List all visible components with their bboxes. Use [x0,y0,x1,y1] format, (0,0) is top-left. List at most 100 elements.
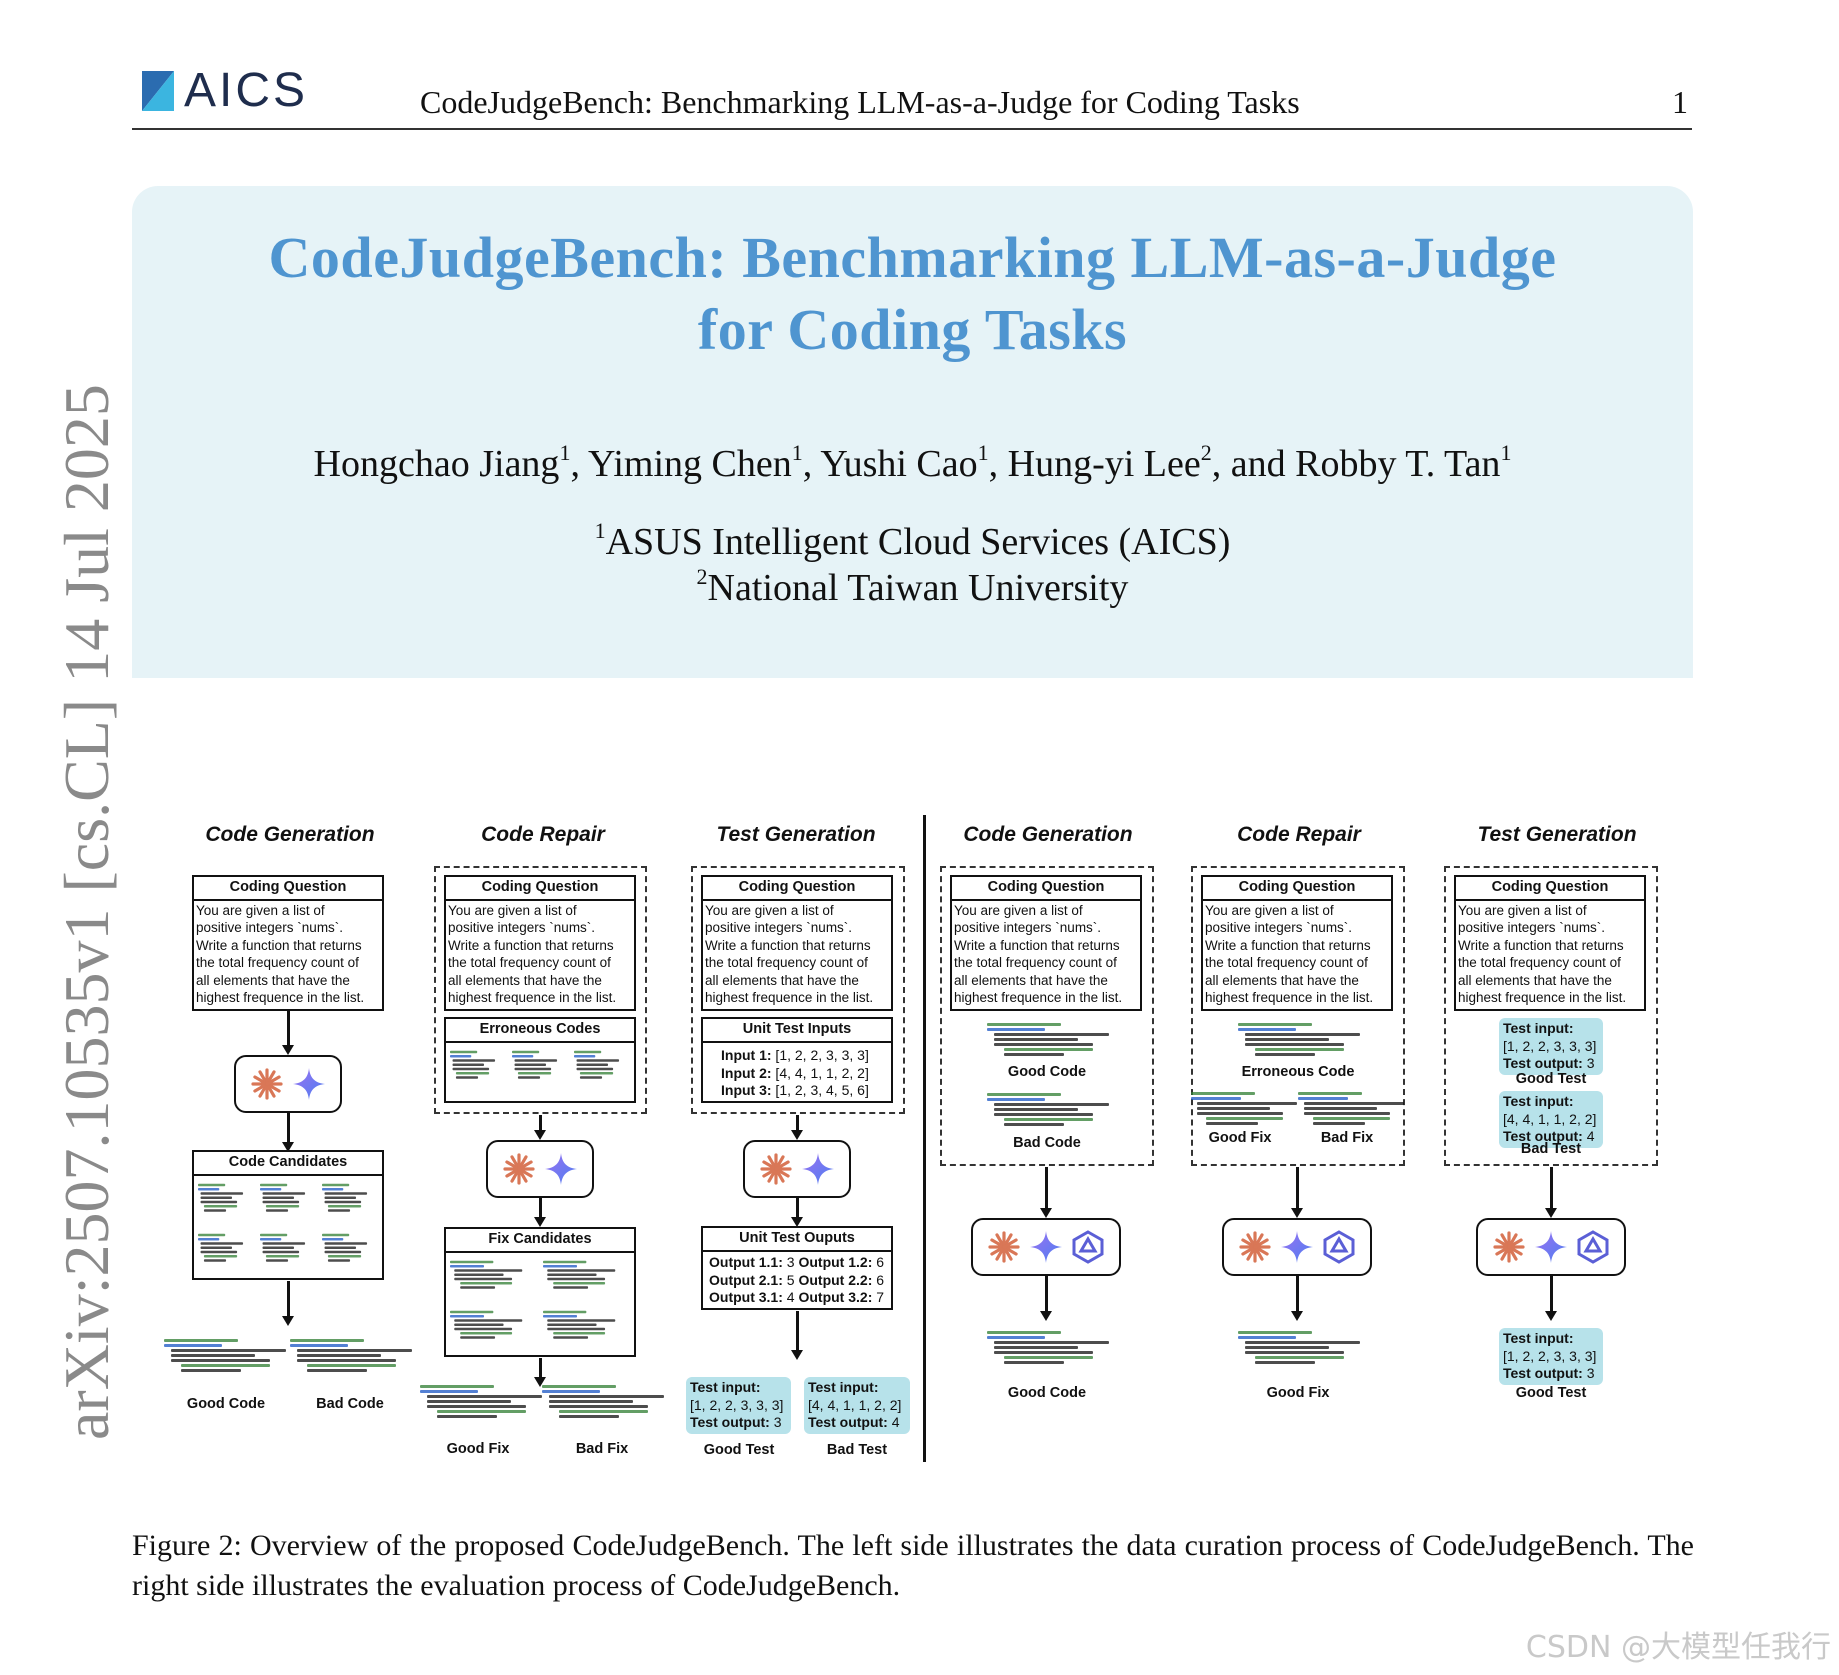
judged-good-code-label: Good Code [1007,1385,1087,1401]
llm-judge-box [1222,1218,1372,1276]
bad-test-card: Test input: [4, 4, 1, 1, 2, 2] Test outp… [1499,1091,1603,1148]
llm-judge-box [1476,1218,1626,1276]
good-code-label: Good Code [1007,1064,1087,1080]
running-title: CodeJudgeBench: Benchmarking LLM-as-a-Ju… [420,84,1300,120]
col-title-code-generation-left: Code Generation [205,823,375,846]
author-name: Yushi Cao [820,443,978,485]
author-name: Hongchao Jiang [313,443,560,485]
claude-icon [1492,1230,1526,1264]
claude-icon [1238,1230,1272,1264]
good-test-card: Test input: [1, 2, 2, 3, 3, 3] Test outp… [686,1377,791,1434]
author-list: Hongchao Jiang1, Yiming Chen1, Yushi Cao… [313,440,1512,486]
aics-logo: AICS [138,64,308,117]
col-title-code-repair-left: Code Repair [481,823,605,846]
llm-generator-box [743,1140,851,1198]
judged-good-fix-label: Good Fix [1266,1385,1330,1401]
paper-title-line-2: for Coding Tasks [697,297,1128,362]
good-test-label: Good Test [703,1442,775,1458]
flow-arrow [282,1113,293,1152]
author-name: Robby T. Tan [1295,443,1501,485]
judged-good-fix-snippet [1238,1329,1361,1366]
flow-arrow [1545,1276,1556,1321]
gemini-icon [544,1152,578,1186]
qwen-icon [1322,1230,1356,1264]
llm-generator-box [234,1055,342,1113]
csdn-watermark: CSDN @大模型任我行 [1525,1630,1831,1665]
bad-code-label: Bad Code [316,1396,384,1412]
bad-fix-label: Bad Fix [575,1441,629,1457]
unit-test-inputs-box: Unit Test Inputs Input 1: [1, 2, 2, 3, 3… [701,1017,893,1103]
bad-code-snippet [987,1091,1110,1128]
col-title-test-generation-right: Test Generation [1477,823,1637,846]
bad-fix-snippet [1298,1090,1405,1127]
good-code-snippet [164,1337,287,1374]
bad-code-snippet [290,1337,413,1374]
page-number: 1 [1672,84,1688,120]
eval-repair-input-group [1191,866,1405,1166]
repair-input-group [434,866,647,1114]
flow-arrow [791,1198,802,1227]
bad-test-card: Test input: [4, 4, 1, 1, 2, 2] Test outp… [804,1377,910,1434]
claude-icon [759,1152,793,1186]
flow-arrow [791,1311,802,1360]
fix-candidates-box: Fix Candidates [444,1227,636,1357]
qwen-icon [1576,1230,1610,1264]
flow-arrow [1040,1276,1051,1321]
gemini-icon [292,1067,326,1101]
erroneous-code-snippet [1238,1021,1361,1058]
flow-arrow [1291,1167,1302,1218]
eval-gen-input-group [940,866,1154,1166]
good-code-snippet [987,1021,1110,1058]
good-code-label: Good Code [186,1396,266,1412]
flow-arrow [1291,1276,1302,1321]
flow-arrow [1040,1167,1051,1218]
claude-icon [502,1152,536,1186]
gemini-icon [801,1152,835,1186]
affiliation-2: 2National Taiwan University [696,564,1129,610]
bad-test-label: Bad Test [1520,1141,1582,1157]
erroneous-code-label: Erroneous Code [1241,1064,1355,1080]
test-input-group [691,866,905,1114]
llm-generator-box [486,1140,594,1198]
qwen-icon [1071,1230,1105,1264]
flow-arrow [282,1281,293,1326]
good-fix-snippet [420,1383,543,1420]
unit-test-outputs-box: Unit Test Ouputs Output 1.1: 3 Output 1.… [701,1226,893,1310]
bad-fix-snippet [542,1383,665,1420]
claude-icon [987,1230,1021,1264]
aics-logo-icon [142,71,174,111]
arxiv-identifier-stamp: arXiv:2507.10535v1 [cs.CL] 14 Jul 2025 [51,384,122,1440]
judged-good-test-label: Good Test [1515,1385,1587,1401]
judged-good-test-card: Test input: [1, 2, 2, 3, 3, 3] Test outp… [1499,1328,1603,1385]
flow-arrow [534,1198,545,1227]
erroneous-codes-box: Erroneous Codes [444,1017,636,1103]
gemini-icon [1534,1230,1568,1264]
bad-fix-label: Bad Fix [1320,1130,1374,1146]
flow-arrow [282,1010,293,1055]
good-fix-label: Good Fix [446,1441,510,1457]
page-header: AICS CodeJudgeBench: Benchmarking LLM-as… [132,58,1692,130]
logo-text: AICS [184,63,309,117]
figure-divider [923,815,926,1462]
col-title-code-generation-right: Code Generation [963,823,1133,846]
judged-good-code-snippet [987,1329,1110,1366]
author-name: Yiming Chen [588,443,792,485]
flow-arrow [791,1115,802,1140]
eval-test-input-group [1444,866,1658,1166]
good-fix-snippet [1191,1090,1298,1127]
col-title-test-generation-left: Test Generation [716,823,876,846]
code-candidates-box: Code Candidates [192,1150,384,1280]
good-test-card: Test input: [1, 2, 2, 3, 3, 3] Test outp… [1499,1018,1603,1075]
col-title-code-repair-right: Code Repair [1237,823,1361,846]
flow-arrow [534,1358,545,1387]
affiliation-1: 1ASUS Intelligent Cloud Services (AICS) [594,518,1231,564]
bad-code-label: Bad Code [1013,1135,1081,1151]
gemini-icon [1280,1230,1314,1264]
paper-title-line-1: CodeJudgeBench: Benchmarking LLM-as-a-Ju… [268,225,1557,290]
author-name: Hung-yi Lee [1007,443,1201,485]
